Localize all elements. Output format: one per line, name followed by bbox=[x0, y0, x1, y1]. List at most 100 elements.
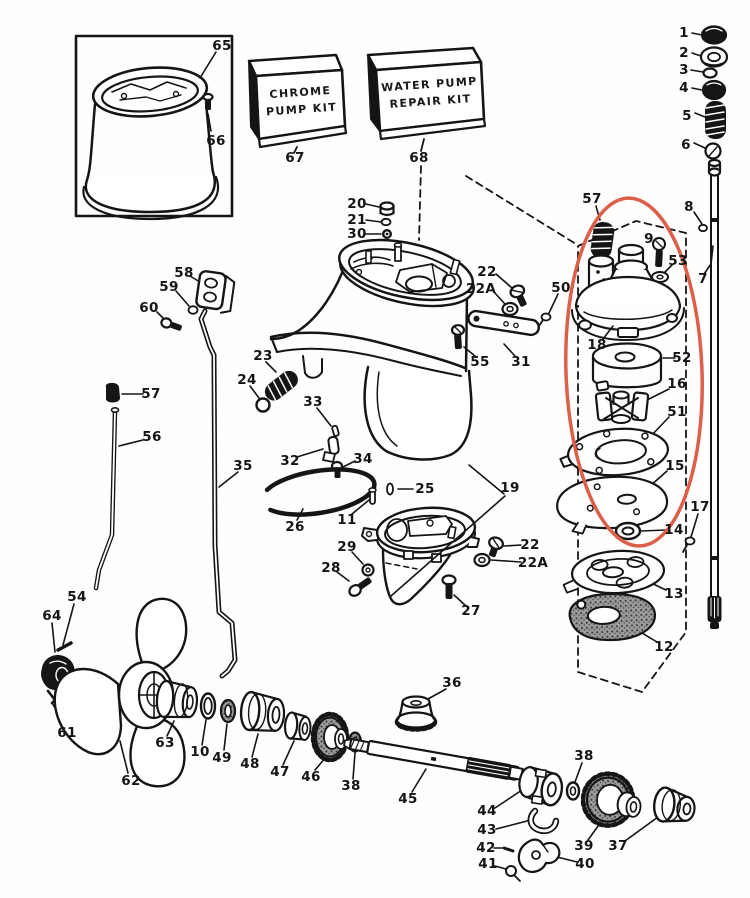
part-label-30: 30 bbox=[347, 226, 367, 242]
part-37-bearing-head bbox=[652, 786, 696, 823]
part-label-22a-lower: 22A bbox=[517, 555, 549, 571]
gearcase-housing bbox=[249, 201, 559, 521]
part-44-clutch-dog bbox=[518, 766, 564, 807]
part-label-16: 16 bbox=[667, 376, 687, 392]
part-42-pin bbox=[502, 846, 515, 853]
part-label-42: 42 bbox=[476, 840, 496, 856]
upper-shaft-small-parts bbox=[690, 25, 729, 160]
part-label-15: 15 bbox=[665, 458, 685, 474]
part-label-34: 34 bbox=[353, 451, 373, 467]
part-label-12: 12 bbox=[654, 639, 674, 655]
part-label-52: 52 bbox=[672, 350, 692, 366]
part-1-bushing bbox=[700, 25, 728, 45]
part-4-seal bbox=[701, 79, 727, 101]
part-13-plate bbox=[562, 549, 666, 595]
part-label-8: 8 bbox=[684, 199, 694, 215]
part-11-pin bbox=[368, 487, 377, 505]
part-22a-washer-upper bbox=[501, 301, 519, 317]
propeller-cluster bbox=[41, 597, 286, 788]
part-label-49: 49 bbox=[212, 750, 232, 766]
part-21-washer bbox=[380, 217, 392, 227]
prop-shaft-cluster bbox=[282, 711, 696, 882]
part-label-68: 68 bbox=[409, 150, 429, 166]
part-label-7: 7 bbox=[698, 271, 708, 287]
part-label-66: 66 bbox=[206, 133, 226, 149]
part-5-spring bbox=[705, 101, 726, 139]
part-18-pump-housing bbox=[571, 243, 685, 341]
part-label-64: 64 bbox=[42, 608, 62, 624]
part-35-shift-rod bbox=[198, 308, 238, 679]
leader-19a bbox=[468, 464, 505, 495]
part-56-tube bbox=[93, 406, 120, 591]
water-pump-stack bbox=[556, 205, 685, 643]
part-label-5: 5 bbox=[682, 108, 692, 124]
part-label-31: 31 bbox=[511, 354, 531, 370]
part-label-10: 10 bbox=[190, 744, 210, 760]
leader-7 bbox=[703, 245, 714, 275]
leader-65 bbox=[199, 51, 217, 79]
leader-67 bbox=[293, 146, 298, 154]
part-label-28: 28 bbox=[321, 560, 341, 576]
part-label-50: 50 bbox=[551, 280, 571, 296]
part-60-screw bbox=[160, 317, 182, 331]
part-49-seal bbox=[219, 698, 237, 724]
part-label-29: 29 bbox=[337, 539, 357, 555]
part-label-54: 54 bbox=[67, 589, 87, 605]
part-label-48: 48 bbox=[240, 756, 260, 772]
part-17-pin bbox=[682, 536, 696, 553]
part-label-25: 25 bbox=[415, 481, 435, 497]
part-30-nut bbox=[382, 229, 392, 239]
part-22a-washer-lower bbox=[473, 552, 491, 568]
part-8-pin bbox=[698, 223, 708, 233]
part-label-18: 18 bbox=[587, 337, 607, 353]
part-24-ring bbox=[255, 397, 271, 413]
part-22-screw-upper bbox=[509, 284, 527, 307]
part-label-53: 53 bbox=[668, 253, 688, 269]
part-15-base-plate bbox=[556, 475, 669, 535]
part-label-37: 37 bbox=[608, 838, 628, 854]
part-25-pin bbox=[386, 482, 394, 496]
part-label-58: 58 bbox=[174, 265, 194, 281]
part-label-33: 33 bbox=[303, 394, 323, 410]
part-label-61: 61 bbox=[57, 725, 77, 741]
part-label-59: 59 bbox=[159, 279, 179, 295]
part-2-washer bbox=[699, 46, 729, 68]
part-33-link bbox=[322, 424, 340, 463]
part-27-bolt bbox=[441, 574, 457, 599]
part-label-24: 24 bbox=[237, 372, 257, 388]
part-51-plate bbox=[559, 427, 670, 477]
exhaust-housing-inset bbox=[74, 34, 234, 221]
part-label-41: 41 bbox=[478, 856, 498, 872]
part-label-38-right: 38 bbox=[574, 748, 594, 764]
chrome-pump-kit-box bbox=[247, 53, 348, 154]
part-label-57-left: 57 bbox=[141, 386, 161, 402]
part-45-prop-shaft bbox=[343, 738, 524, 781]
part-label-57-right: 57 bbox=[582, 191, 602, 207]
part-label-46: 46 bbox=[301, 769, 321, 785]
part-41-clip bbox=[505, 865, 521, 882]
dashed-guides bbox=[418, 165, 687, 693]
chrome-pump-kit-label: CHROME PUMP KIT bbox=[256, 81, 346, 121]
part-label-27: 27 bbox=[461, 603, 481, 619]
part-label-22-upper: 22 bbox=[477, 264, 497, 280]
part-label-39: 39 bbox=[574, 838, 594, 854]
part-label-11: 11 bbox=[337, 512, 357, 528]
part-label-47: 47 bbox=[270, 764, 290, 780]
part-label-22a-upper: 22A bbox=[465, 281, 497, 297]
part-28-screw bbox=[348, 577, 372, 597]
part-31-anode bbox=[467, 309, 540, 337]
part-22-screw-lower bbox=[488, 536, 504, 558]
part-39-gear bbox=[580, 771, 642, 828]
part-12-gasket bbox=[568, 592, 657, 642]
gearcase-bullet bbox=[363, 365, 473, 461]
part-label-17: 17 bbox=[690, 499, 710, 515]
part-36-strainer bbox=[394, 688, 447, 732]
leader-35 bbox=[218, 471, 239, 488]
part-label-2: 2 bbox=[679, 45, 689, 61]
part-55-screw bbox=[450, 324, 466, 350]
part-58-bracket bbox=[195, 270, 236, 314]
part-32-clamp bbox=[322, 451, 336, 463]
part-40-shift-cam bbox=[517, 838, 561, 873]
part-label-6: 6 bbox=[681, 137, 691, 153]
